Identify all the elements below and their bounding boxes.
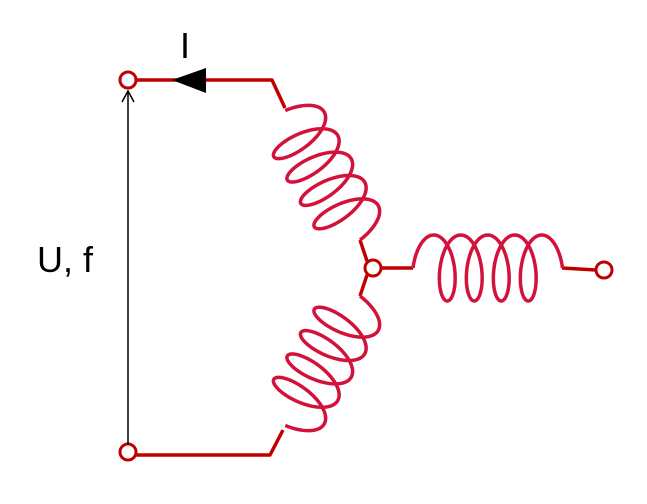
current-arrow-icon — [172, 68, 206, 93]
coils — [271, 103, 565, 433]
lower-lead — [358, 274, 369, 297]
coil-lower — [271, 294, 382, 433]
upper-lead — [358, 239, 369, 262]
voltage-frequency-label: U, f — [37, 239, 94, 280]
terminal-bottom — [118, 442, 138, 462]
star-point-node — [363, 258, 383, 278]
bottom-wire — [136, 429, 285, 457]
terminal-right — [594, 260, 614, 280]
coil-right — [411, 233, 565, 303]
terminals — [118, 70, 614, 462]
voltage-arrow-head-icon — [121, 89, 135, 103]
voltage-arrow — [121, 89, 135, 444]
right-lead-out — [561, 266, 597, 272]
top-wire — [136, 78, 287, 109]
current-label: I — [180, 25, 190, 66]
coil-upper — [271, 103, 382, 242]
terminal-top — [118, 70, 138, 90]
